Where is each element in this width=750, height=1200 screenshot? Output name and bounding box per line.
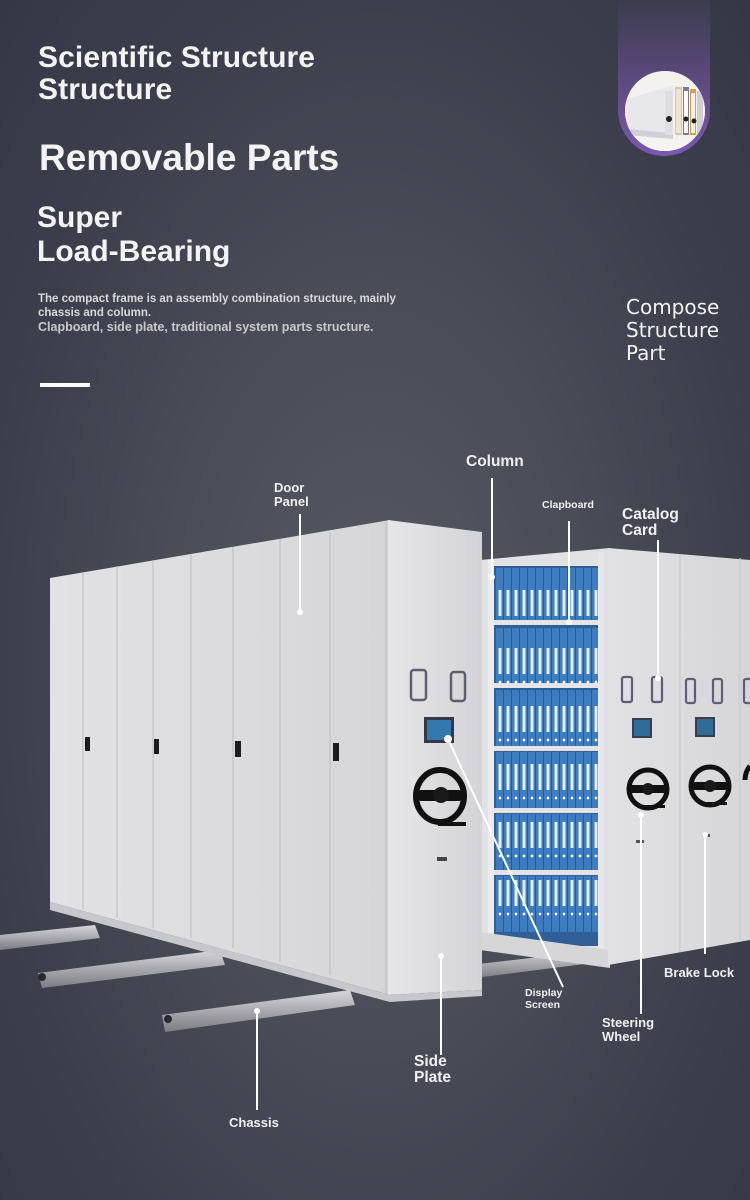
steering-wheel-2: [688, 764, 732, 808]
label-chassis: Chassis: [229, 1115, 279, 1130]
label-brake-lock: Brake Lock: [664, 965, 735, 980]
door-handle-icon: [333, 743, 339, 761]
door-handle-icon: [154, 739, 159, 754]
description-line-1: The compact frame is an assembly combina…: [38, 293, 396, 305]
catalog-card-leader: [657, 540, 659, 678]
clapboard-dot: [566, 619, 572, 625]
title-line-1: Scientific Structure: [38, 41, 316, 74]
label-steering-wheel: Steering Wheel: [602, 1015, 655, 1044]
side-plate-dot: [438, 953, 444, 959]
label-clapboard: Clapboard: [542, 499, 594, 511]
description: The compact frame is an assembly combina…: [38, 293, 438, 335]
door-handle-icon: [85, 737, 90, 751]
label-side-plate: Side Plate: [414, 1053, 452, 1086]
tagline: Super Load-Bearing: [37, 201, 230, 269]
steering-wheel-leader: [640, 814, 642, 1014]
steering-wheel-1: [626, 767, 670, 811]
clapboard-leader: [568, 521, 570, 621]
catalog-card-dot: [655, 675, 661, 681]
label-column: Column: [466, 453, 524, 470]
side-plate-leader: [440, 955, 442, 1055]
column-dot: [489, 574, 495, 580]
door-panel-dot: [297, 609, 303, 615]
brake-lock-leader: [704, 834, 706, 954]
description-line-2: chassis and column.: [38, 306, 152, 319]
label-display-screen: Display Screen: [525, 987, 563, 1011]
front-cabinet: [50, 520, 482, 1002]
brake-lock-dot: [702, 832, 708, 838]
label-door-panel: Door Panel: [274, 480, 309, 509]
chassis-rails: [0, 925, 600, 1032]
title-line-2: Structure: [38, 73, 173, 106]
side-heading-line-1: Compose: [626, 295, 720, 319]
description-line-3: Clapboard, side plate, traditional syste…: [38, 320, 374, 334]
page-title: Scientific Structure Structure: [38, 42, 315, 106]
tagline-line-2: Load-Bearing: [37, 235, 231, 268]
tagline-line-1: Super: [37, 201, 123, 234]
steering-wheel-main: [413, 767, 467, 826]
chassis-leader: [256, 1010, 258, 1110]
accent-divider: [40, 383, 90, 387]
steering-wheel-dot: [638, 812, 644, 818]
side-heading-line-3: Part: [626, 341, 666, 365]
side-heading: Compose Structure Part: [626, 296, 719, 365]
door-handle-icon: [235, 741, 241, 757]
display-screen-dot: [444, 735, 452, 743]
subtitle: Removable Parts: [39, 137, 340, 178]
label-catalog-card: Catalog Card: [622, 506, 679, 539]
open-shelving-unit: [480, 548, 610, 968]
column-leader: [491, 478, 493, 578]
door-panel-leader: [299, 514, 301, 610]
brake-lock-icon: [437, 857, 447, 861]
side-heading-line-2: Structure: [626, 318, 720, 342]
chassis-dot: [254, 1008, 260, 1014]
right-cabinet-row: [608, 548, 750, 965]
